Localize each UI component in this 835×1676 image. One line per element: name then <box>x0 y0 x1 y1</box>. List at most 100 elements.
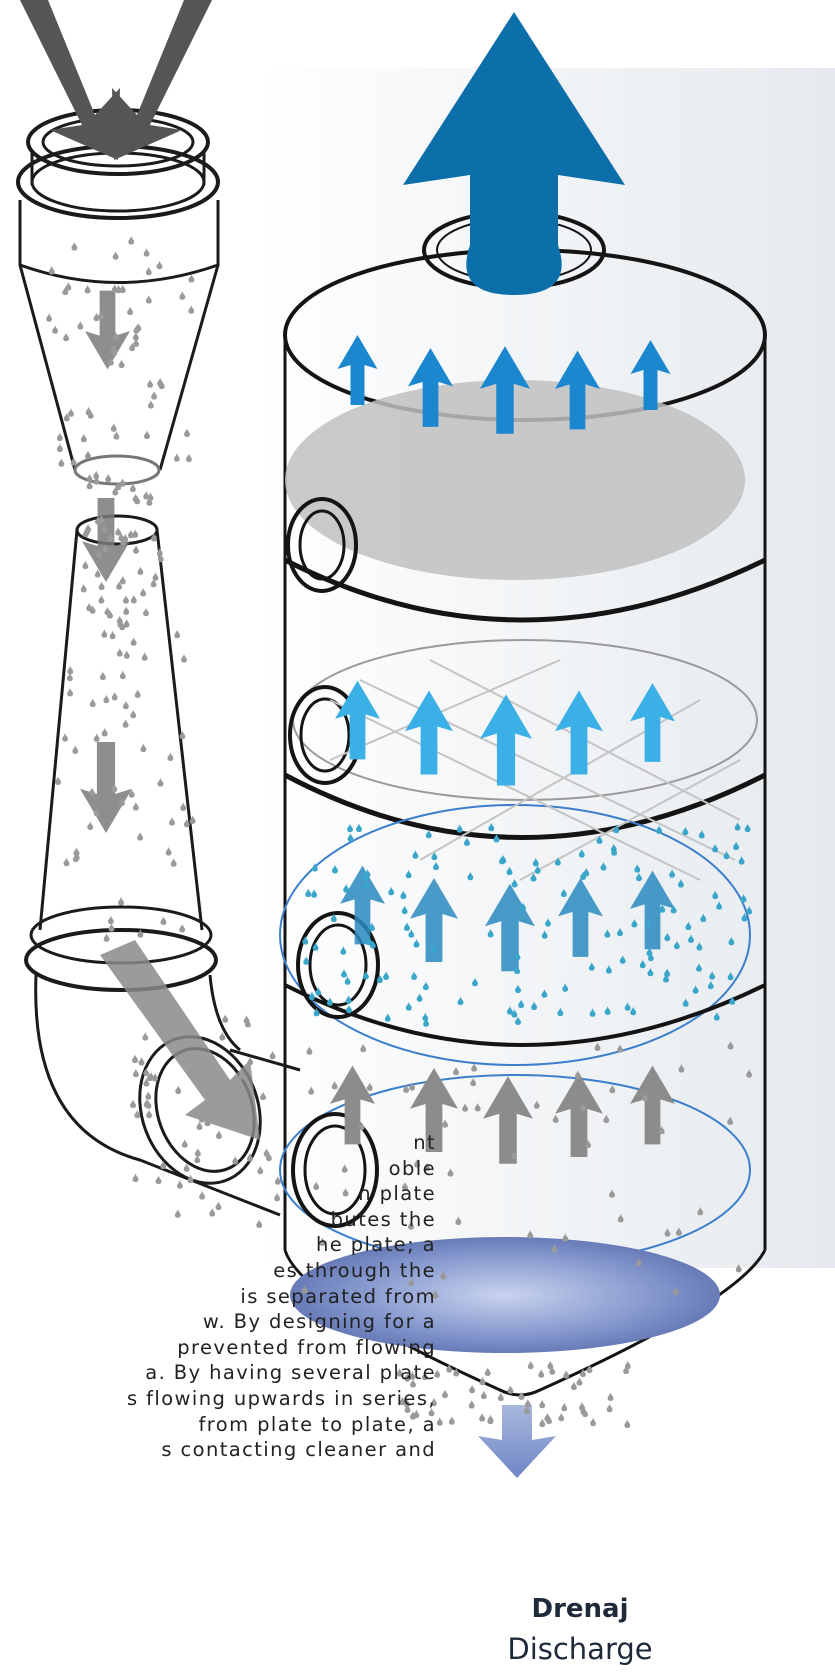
droplet <box>104 606 110 615</box>
description-text: nt oble n plate butes the he plate; a es… <box>0 1130 436 1463</box>
droplet <box>137 832 143 841</box>
discharge-arrow <box>478 1405 556 1478</box>
droplet <box>111 423 117 432</box>
droplet <box>579 1402 585 1411</box>
droplet <box>539 1399 545 1408</box>
droplet <box>127 306 133 315</box>
droplet <box>528 1360 534 1369</box>
description-line: es through the <box>0 1258 436 1284</box>
droplet <box>128 236 134 245</box>
droplet <box>116 284 122 293</box>
droplet <box>67 687 73 696</box>
description-line: prevented from flowing <box>0 1335 436 1361</box>
droplet <box>144 430 150 439</box>
droplet <box>135 689 141 698</box>
droplet <box>57 432 63 441</box>
droplet <box>120 670 126 679</box>
droplet <box>175 1085 181 1094</box>
droplet <box>180 802 186 811</box>
droplet <box>152 1072 158 1081</box>
droplet <box>87 821 93 830</box>
droplet <box>94 733 100 742</box>
droplet <box>99 581 105 590</box>
droplet <box>479 1413 485 1422</box>
droplet <box>62 733 68 742</box>
droplet <box>85 450 91 459</box>
drain-label-en: Discharge <box>480 1632 680 1666</box>
drain-label-tr: Drenaj <box>480 1594 680 1624</box>
droplet <box>498 1392 504 1401</box>
droplet <box>538 1369 544 1378</box>
droplet <box>188 305 194 314</box>
droplet <box>120 478 126 487</box>
droplet <box>142 652 148 661</box>
droplet <box>140 587 146 596</box>
droplet <box>143 607 149 616</box>
droplet <box>57 443 63 452</box>
droplet <box>157 260 163 269</box>
droplet <box>544 1412 550 1421</box>
droplet <box>133 1068 139 1077</box>
droplet <box>146 266 152 275</box>
droplet <box>480 1376 486 1385</box>
droplet <box>144 248 150 257</box>
droplet <box>74 847 80 856</box>
droplet <box>110 630 116 639</box>
droplet <box>101 629 107 638</box>
droplet <box>103 694 109 703</box>
description-line: s flowing upwards in series, <box>0 1386 436 1412</box>
droplet <box>52 325 58 334</box>
droplet <box>115 527 121 536</box>
droplet <box>131 637 137 646</box>
droplet <box>146 1109 152 1118</box>
droplet <box>140 743 146 752</box>
droplet <box>104 933 110 942</box>
droplet <box>105 473 111 482</box>
droplet <box>130 709 136 718</box>
description-line: butes the <box>0 1207 436 1233</box>
description-line: is separated from <box>0 1284 436 1310</box>
droplet <box>146 295 152 304</box>
droplet <box>89 787 95 796</box>
droplet <box>58 458 64 467</box>
droplet <box>77 321 83 330</box>
droplet <box>158 778 164 787</box>
droplet <box>487 1415 493 1424</box>
droplet <box>161 916 167 925</box>
droplet <box>131 594 137 603</box>
droplet <box>608 1392 614 1401</box>
droplet <box>449 1416 455 1425</box>
droplet <box>563 1370 569 1379</box>
droplet <box>90 698 96 707</box>
droplet <box>469 1384 475 1393</box>
droplet <box>102 727 108 736</box>
droplet <box>130 1099 136 1108</box>
description-line: from plate to plate, a <box>0 1412 436 1438</box>
droplet <box>139 1057 145 1066</box>
droplet <box>485 1367 491 1376</box>
droplet <box>128 529 134 538</box>
droplet <box>143 491 149 500</box>
droplet <box>68 408 74 417</box>
droplet <box>607 1403 613 1412</box>
droplet <box>72 745 78 754</box>
droplet <box>71 242 77 251</box>
droplet <box>81 583 87 592</box>
droplet <box>123 719 129 728</box>
droplet <box>184 428 190 437</box>
droplet <box>179 923 185 932</box>
droplet <box>123 595 129 604</box>
droplet <box>123 606 129 615</box>
droplet <box>135 322 141 331</box>
droplet <box>179 291 185 300</box>
droplet <box>561 1402 567 1411</box>
duct-flow-arrows <box>80 291 260 1140</box>
droplet <box>108 915 114 924</box>
droplet <box>171 858 177 867</box>
droplet <box>93 470 99 479</box>
droplet <box>49 266 55 275</box>
droplet <box>124 650 130 659</box>
droplet <box>123 700 129 709</box>
droplet <box>167 752 173 761</box>
droplet <box>94 312 100 321</box>
